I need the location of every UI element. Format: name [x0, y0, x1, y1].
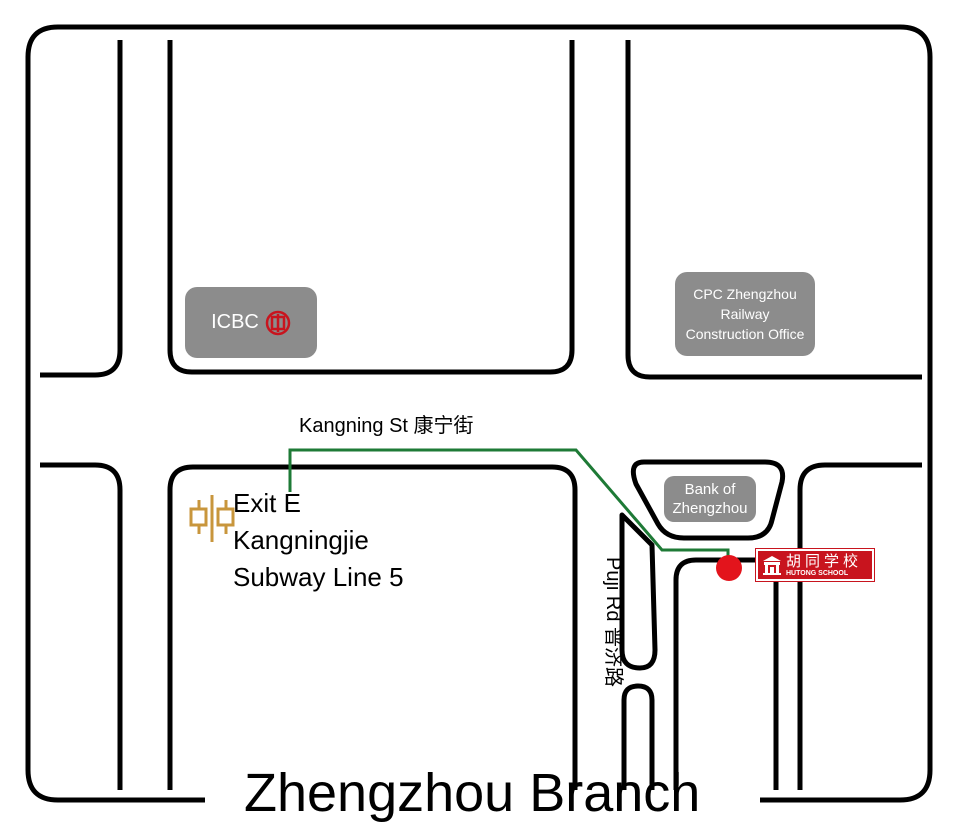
- school-name-en: HUTONG SCHOOL: [786, 569, 849, 577]
- road-curb: [167, 464, 578, 790]
- bank-label-line: Bank of: [684, 481, 736, 498]
- bank-label-line: Zhengzhou: [672, 500, 748, 517]
- road-curb: [167, 40, 575, 375]
- cpc-label-line: Construction Office: [685, 326, 805, 342]
- icbc-landmark: ICBC: [185, 287, 317, 358]
- kangning-street-label: Kangning St 康宁街: [299, 415, 474, 437]
- road-curb: [40, 40, 123, 378]
- walking-route: [288, 448, 730, 568]
- hutong-school-sign: 胡同学校 HUTONG SCHOOL: [755, 548, 875, 582]
- road-median: [619, 512, 658, 671]
- road-curb: [673, 557, 779, 790]
- icbc-logo-icon: [265, 310, 291, 335]
- cpc-label-line: CPC Zhengzhou: [693, 286, 797, 302]
- cpc-landmark: CPC Zhengzhou Railway Construction Offic…: [675, 272, 815, 356]
- school-name-cn: 胡同学校: [786, 552, 863, 570]
- road-curb: [625, 40, 922, 380]
- road-curb: [40, 462, 123, 790]
- road-median: [621, 683, 655, 790]
- subway-exit-label: Exit E: [233, 488, 301, 518]
- bank-of-zhengzhou-landmark: Bank of Zhengzhou: [664, 476, 756, 522]
- subway-logo-icon: [189, 495, 235, 542]
- map-frame: [25, 24, 933, 803]
- cpc-label-line: Railway: [720, 306, 770, 322]
- subway-line-label: Subway Line 5: [233, 562, 404, 592]
- icbc-label: ICBC: [211, 311, 259, 333]
- puji-road-label: Puji Rd 普济路: [602, 557, 624, 688]
- hutong-gate-icon: [763, 556, 781, 575]
- road-island: [630, 459, 786, 541]
- page-title: Zhengzhou Branch: [244, 763, 701, 823]
- road-network: [40, 40, 922, 790]
- road-curb: [797, 462, 922, 790]
- subway-station-label: Kangningjie: [233, 525, 369, 555]
- destination-marker: [716, 555, 742, 581]
